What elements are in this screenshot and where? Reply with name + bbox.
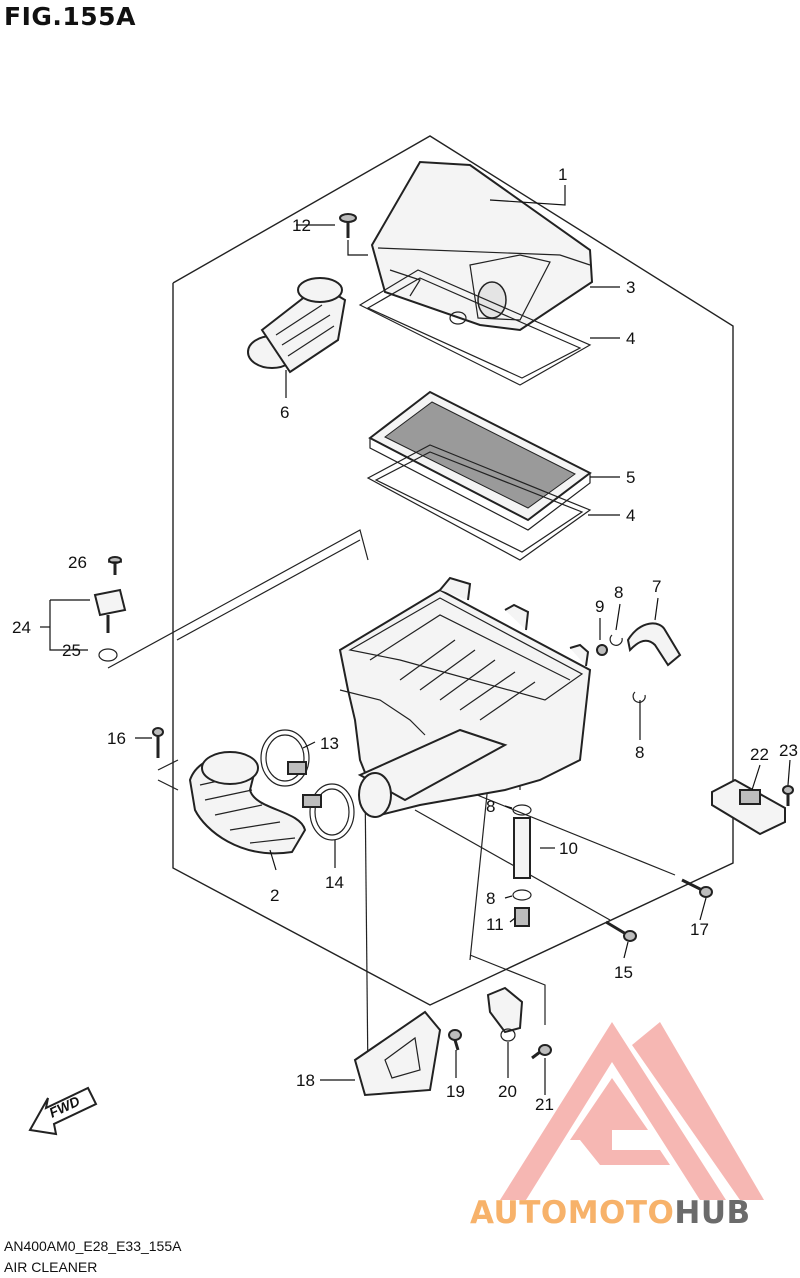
callout-25: 25	[62, 641, 81, 660]
callout-numbers: 1 12 3 4 6 5 4 26 24 25 16 13 2 14 9 8 7…	[12, 165, 798, 1114]
callout-12: 12	[292, 216, 311, 235]
outlet-hose	[188, 729, 355, 855]
leader-lines	[40, 185, 791, 1095]
callout-19: 19	[446, 1082, 465, 1101]
callout-11: 11	[486, 915, 504, 934]
callout-8-bottom: 8	[486, 889, 495, 908]
callout-4-upper: 4	[626, 329, 635, 348]
intake-duct	[247, 277, 347, 374]
callout-24: 24	[12, 618, 31, 637]
watermark-part2: HUB	[674, 1195, 751, 1231]
callout-9: 9	[595, 597, 604, 616]
bolt-15	[605, 920, 637, 942]
callout-10: 10	[559, 839, 578, 858]
watermark-text: AUTOMOTOHUB	[470, 1195, 751, 1231]
callout-6: 6	[280, 403, 289, 422]
callout-14: 14	[325, 873, 344, 892]
callout-23: 23	[779, 741, 798, 760]
assembly-frame	[172, 135, 734, 1006]
callout-1: 1	[558, 165, 567, 184]
fwd-arrow-icon: FWD	[28, 1086, 98, 1136]
gasket-upper	[358, 269, 592, 386]
mounting-bracket-18	[353, 1010, 462, 1097]
callout-26: 26	[68, 553, 87, 572]
watermark-part1: AUTOMOTO	[470, 1195, 675, 1231]
bolt-16	[152, 727, 164, 758]
watermark-logo	[500, 1022, 764, 1200]
sub-frame-lines	[107, 529, 676, 1081]
callout-13: 13	[320, 734, 339, 753]
callout-8-middle: 8	[486, 797, 495, 816]
mounting-bracket-20	[486, 986, 552, 1060]
callout-5: 5	[626, 468, 635, 487]
screw-12	[339, 213, 357, 238]
callout-3: 3	[626, 278, 635, 297]
callout-18: 18	[296, 1071, 315, 1090]
drain-hose-upper	[596, 622, 682, 703]
figure-title: FIG.155A	[4, 2, 136, 31]
callout-16: 16	[107, 729, 126, 748]
callout-17: 17	[690, 920, 709, 939]
diagram-caption: AIR CLEANER	[4, 1259, 98, 1275]
mounting-bracket-22	[711, 778, 794, 836]
callout-2: 2	[270, 886, 279, 905]
callout-4-lower: 4	[626, 506, 635, 525]
gasket-lower	[366, 444, 592, 561]
intake-sensor	[93, 556, 127, 662]
bolt-17	[681, 878, 713, 898]
diagram-code: AN400AM0_E28_E33_155A	[4, 1238, 182, 1254]
drain-tube	[512, 804, 532, 927]
callout-20: 20	[498, 1082, 517, 1101]
air-cleaner-case	[338, 576, 592, 818]
callout-21: 21	[535, 1095, 554, 1114]
callout-15: 15	[614, 963, 633, 982]
callout-8-right: 8	[635, 743, 644, 762]
filter-element	[368, 390, 592, 531]
air-cleaner-cover	[370, 160, 594, 332]
callout-22: 22	[750, 745, 769, 764]
callout-7: 7	[652, 577, 661, 596]
callout-8-top: 8	[614, 583, 623, 602]
